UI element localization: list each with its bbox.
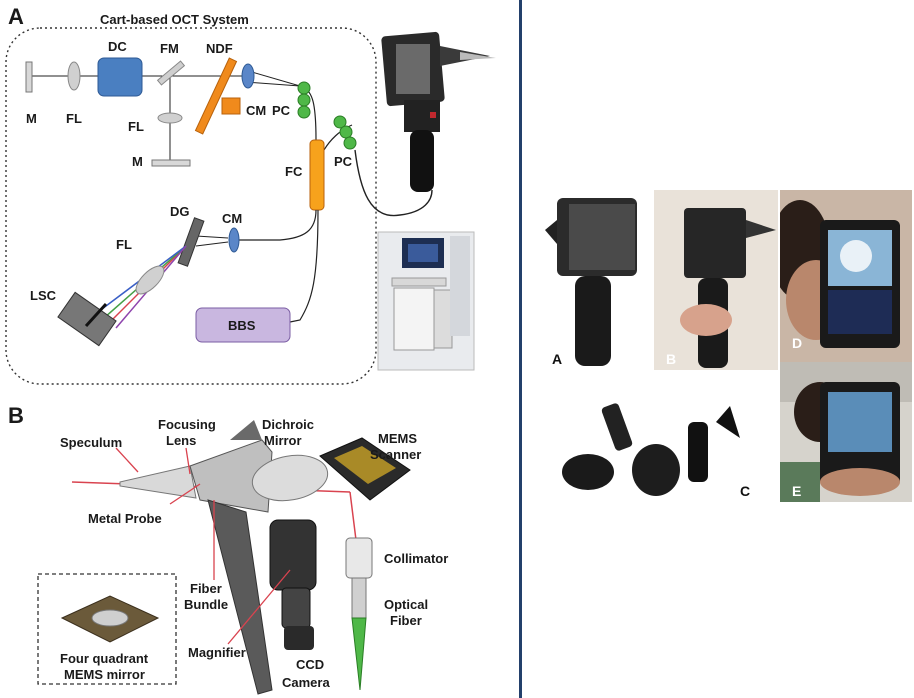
label-dc: DC <box>108 39 127 54</box>
photo-label-a: A <box>552 351 563 367</box>
photo-label-c: C <box>740 483 751 499</box>
panel-b-letter: B <box>8 403 24 428</box>
dc-box <box>97 57 143 97</box>
label-pc2: PC <box>334 154 353 169</box>
photo-b <box>654 190 778 370</box>
photo-label-b: B <box>666 351 677 367</box>
label-speculum: Speculum <box>60 435 123 450</box>
label-ccd-2: Camera <box>282 675 330 690</box>
label-ccd-1: CCD <box>296 657 325 672</box>
cm-lens-1 <box>241 63 255 89</box>
label-focusing-2: Lens <box>166 433 197 448</box>
label-fl3: FL <box>116 237 132 252</box>
label-focusing-1: Focusing <box>158 417 216 432</box>
panel-divider <box>519 0 522 698</box>
label-optical-2: Fiber <box>390 613 422 628</box>
label-metal-probe: Metal Probe <box>88 511 162 526</box>
label-optical-1: Optical <box>384 597 429 612</box>
label-cm2: CM <box>222 211 243 226</box>
magnifier-tube <box>269 519 317 591</box>
collimator <box>345 537 373 579</box>
label-bbs: BBS <box>228 318 256 333</box>
ndf-filter <box>194 57 238 135</box>
cart-photo <box>377 231 475 371</box>
label-fm: FM <box>160 41 179 56</box>
lsc-camera <box>57 291 117 347</box>
label-mems-2: Scanner <box>370 447 422 462</box>
ccd-camera <box>284 626 314 650</box>
mems-chip <box>60 595 160 643</box>
label-dichroic-2: Mirror <box>264 433 302 448</box>
photo-a <box>545 190 655 370</box>
label-fiber-2: Bundle <box>184 597 229 612</box>
fl-lens-2 <box>157 112 183 124</box>
mirror-m2 <box>151 159 191 167</box>
label-inset-2: MEMS mirror <box>64 667 145 682</box>
panel-a-title: Cart-based OCT System <box>100 12 249 27</box>
label-pc1: PC <box>272 103 291 118</box>
optical-fiber <box>351 617 367 691</box>
fc-coupler <box>309 139 325 211</box>
label-cm1: CM <box>246 103 267 118</box>
label-magnifier: Magnifier <box>188 645 246 660</box>
photo-e <box>780 362 912 502</box>
label-ndf: NDF <box>206 41 233 56</box>
photo-label-e: E <box>792 483 802 499</box>
photo-label-d: D <box>792 335 803 351</box>
fl-lens-3 <box>135 265 165 295</box>
cm-lens-2 <box>228 227 240 253</box>
photo-d <box>780 190 912 362</box>
label-fiber-1: Fiber <box>190 581 222 596</box>
label-lsc: LSC <box>30 288 56 303</box>
pc-1 <box>297 81 311 119</box>
label-mems-1: MEMS <box>378 431 417 446</box>
dichroic-mirror <box>251 454 329 502</box>
handheld-probe-photo <box>381 31 496 192</box>
fm-mirror <box>156 60 186 86</box>
photo-c <box>558 392 782 502</box>
bbs-box <box>195 307 291 343</box>
pc-2 <box>333 115 357 150</box>
dg-grating <box>177 217 205 267</box>
mirror-m1 <box>25 61 33 93</box>
label-m2: M <box>132 154 143 169</box>
label-fl1: FL <box>66 111 82 126</box>
label-fl2: FL <box>128 119 144 134</box>
cart-border <box>5 27 377 385</box>
label-dg: DG <box>170 204 190 219</box>
probe-head <box>189 439 273 513</box>
label-inset-1: Four quadrant <box>60 651 149 666</box>
speculum-shape <box>119 465 197 499</box>
fl-lens-1 <box>67 61 81 91</box>
panel-a-letter: A <box>8 4 24 29</box>
label-collimator: Collimator <box>384 551 449 566</box>
label-fc: FC <box>285 164 303 179</box>
ndf-block <box>221 97 241 115</box>
panel-a-diagram <box>5 27 496 385</box>
label-dichroic-1: Dichroic <box>262 417 315 432</box>
label-m1: M <box>26 111 37 126</box>
